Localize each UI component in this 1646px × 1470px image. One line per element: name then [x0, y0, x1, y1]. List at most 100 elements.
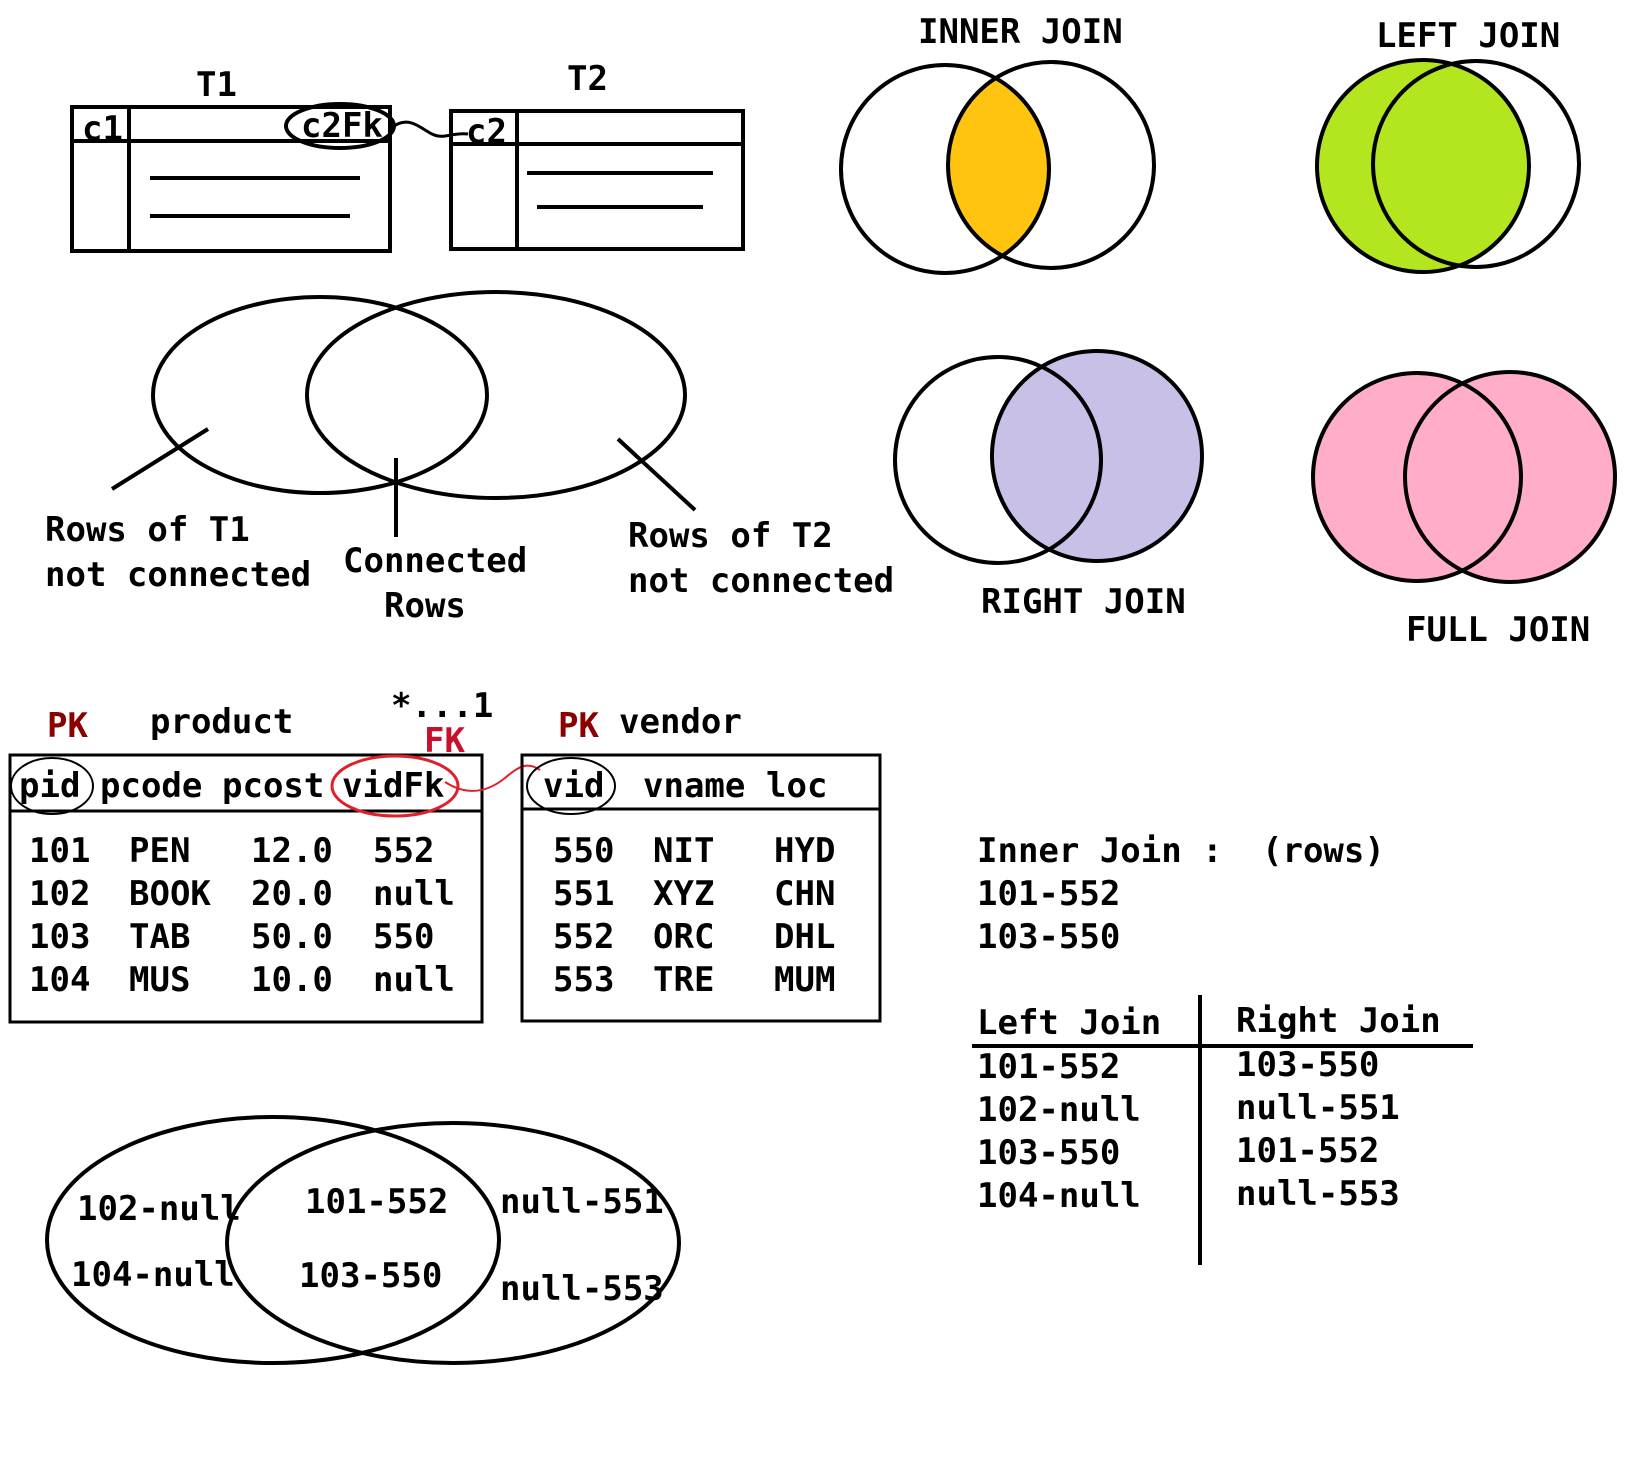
table-row: 102 BOOK 20.0 null [29, 874, 455, 914]
product-rows-ellipse [45, 1115, 501, 1365]
t1-set-ellipse [151, 295, 489, 495]
product-cell: 550 [373, 917, 434, 957]
vendor-cell: HYD [774, 831, 835, 871]
left-join-result-title: Left Join [977, 1003, 1161, 1043]
vendor-cell: XYZ [653, 874, 714, 914]
full-join-fill-right [1405, 372, 1615, 582]
product-rows: 101 PEN 12.0 552 102 BOOK 20.0 null 103 … [29, 831, 455, 1000]
left-join-result-row: 102-null [977, 1090, 1141, 1130]
table-row: 101 PEN 12.0 552 [29, 831, 434, 871]
t2-box [449, 109, 745, 251]
venn-left-value: 102-null [77, 1189, 241, 1229]
right-join-result-row: null-553 [1236, 1174, 1400, 1214]
label-rows-t2-2: not connected [628, 561, 894, 601]
left-join-result-row: 104-null [977, 1176, 1141, 1216]
inner-join-result-row: 101-552 [977, 874, 1120, 914]
venn-middle-value: 101-552 [305, 1182, 448, 1222]
pid-pk-circle [10, 757, 94, 815]
product-cell: 50.0 [251, 917, 333, 957]
pointer-left [110, 427, 210, 491]
table-row: 104 MUS 10.0 null [29, 960, 455, 1000]
full-join-left-circle [1311, 371, 1523, 583]
product-cell: 101 [29, 831, 90, 871]
t1-col-c1: c1 [82, 109, 123, 149]
product-cell: 10.0 [251, 960, 333, 1000]
table-row: 550 NIT HYD [553, 831, 835, 871]
right-join-result-row: 101-552 [1236, 1131, 1379, 1171]
product-header-pcost: pcost [222, 766, 324, 806]
table-row: 553 TRE MUM [553, 960, 835, 1000]
label-rows-t1: Rows of T1 [45, 510, 250, 550]
right-join-title: RIGHT JOIN [981, 582, 1186, 622]
pointer-right [616, 437, 697, 512]
vendor-cell: TRE [653, 960, 714, 1000]
right-join-venn: RIGHT JOIN [893, 349, 1204, 622]
right-join-left-circle [893, 355, 1103, 565]
inner-join-result-row: 103-550 [977, 917, 1120, 957]
product-cell: 552 [373, 831, 434, 871]
right-join-result-row: 103-550 [1236, 1045, 1379, 1085]
product-cell: 104 [29, 960, 90, 1000]
vendor-cell: CHN [774, 874, 835, 914]
t1-title: T1 [196, 65, 237, 105]
label-rows-t1-2: not connected [45, 555, 311, 595]
inner-join-title: INNER JOIN [918, 12, 1123, 52]
t1-t2-diagram: T1 c1 c2Fk T2 c2 [70, 59, 745, 253]
vendor-title: vendor [619, 702, 742, 742]
product-header-vidfk: vidFk [342, 766, 444, 806]
inner-join-result-note: (rows) [1262, 831, 1385, 871]
vendor-cell: 550 [553, 831, 614, 871]
cardinality-label: *...1 [391, 686, 493, 726]
t1-box [70, 105, 392, 253]
vidfk-fk-circle [330, 754, 460, 818]
left-join-right-circle [1371, 59, 1581, 269]
left-join-fill [1317, 60, 1529, 272]
vendor-cell: 553 [553, 960, 614, 1000]
inner-join-venn: INNER JOIN [839, 12, 1156, 275]
vendor-cell: ORC [653, 917, 714, 957]
product-cell: 102 [29, 874, 90, 914]
right-join-right-circle [990, 349, 1204, 563]
product-cell: 20.0 [251, 874, 333, 914]
inner-join-right-circle [946, 60, 1156, 270]
fk-link-line [393, 120, 469, 138]
product-cell: 12.0 [251, 831, 333, 871]
vendor-cell: 552 [553, 917, 614, 957]
venn-right-value: null-551 [500, 1182, 664, 1222]
vendor-cell: MUM [774, 960, 835, 1000]
label-connected: Connected [343, 541, 527, 581]
inner-join-overlap [948, 65, 1049, 268]
full-join-venn: FULL JOIN [1311, 370, 1617, 650]
left-right-join-results: Left Join Right Join 101-552 102-null 10… [972, 995, 1473, 1265]
full-join-title: FULL JOIN [1406, 610, 1590, 650]
inner-join-result-title: Inner Join : [977, 831, 1223, 871]
left-join-venn: LEFT JOIN [1315, 16, 1581, 274]
vendor-table: PK vendor vid vname loc 550 NIT HYD 551 … [520, 702, 882, 1023]
product-cell: 103 [29, 917, 90, 957]
inner-join-left-circle [839, 63, 1051, 275]
table-row: 551 XYZ CHN [553, 874, 835, 914]
t2-set-ellipse [305, 290, 687, 500]
vendor-cell: DHL [774, 917, 835, 957]
vendor-rows-ellipse [225, 1121, 681, 1365]
venn-right-value: null-553 [500, 1269, 664, 1309]
vendor-box [520, 753, 882, 1023]
vendor-cell: NIT [653, 831, 714, 871]
right-join-fill [992, 351, 1202, 561]
product-cell: null [373, 960, 455, 1000]
inner-join-result: Inner Join : (rows) 101-552 103-550 [977, 831, 1385, 957]
left-join-left-circle [1315, 58, 1531, 274]
product-cell: MUS [129, 960, 190, 1000]
vid-pk-circle [526, 757, 616, 815]
product-table: PK product *...1 FK pid pcode pcost vidF… [8, 686, 493, 1024]
product-header-pid: pid [19, 766, 80, 806]
vendor-header-loc: loc [766, 766, 827, 806]
venn-middle-value: 103-550 [299, 1256, 442, 1296]
right-join-result-row: null-551 [1236, 1088, 1400, 1128]
vendor-cell: 551 [553, 874, 614, 914]
fk-relation-curve [444, 764, 541, 792]
product-cell: null [373, 874, 455, 914]
left-join-title: LEFT JOIN [1376, 16, 1560, 56]
full-join-right-circle [1403, 370, 1617, 584]
